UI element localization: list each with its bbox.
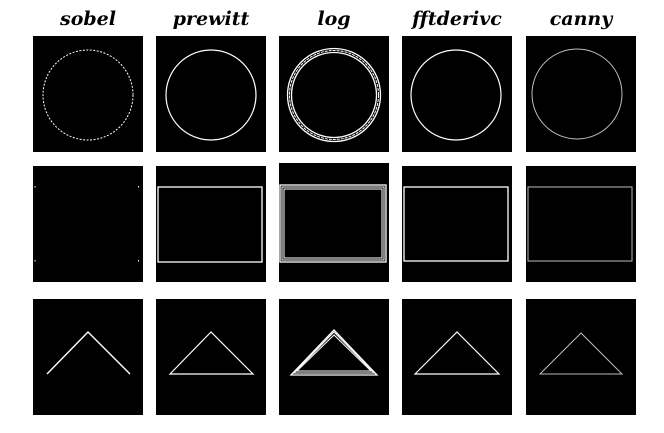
fftderivc-circle-edges [410, 49, 502, 141]
sobel-rectangle-edges [34, 186, 139, 262]
panel-canny-circle [526, 36, 636, 152]
panel-sobel-triangle [33, 299, 143, 415]
panel-prewitt-triangle [156, 299, 266, 415]
fftderivc-rectangle-edges [403, 186, 509, 262]
title-sobel: sobel [60, 8, 116, 30]
canny-rectangle-edges [527, 186, 633, 262]
log-rectangle-edges [279, 184, 387, 263]
panel-sobel-circle [33, 36, 143, 152]
title-fftderivc: fftderivc [412, 8, 502, 30]
prewitt-rectangle-edges [157, 186, 263, 263]
panel-log-rectangle [279, 163, 389, 282]
panel-canny-rectangle [526, 166, 636, 282]
sobel-triangle-edges [46, 331, 131, 375]
panel-prewitt-rectangle [156, 166, 266, 282]
canny-triangle-edges [538, 332, 624, 375]
panel-log-triangle [279, 299, 389, 415]
title-prewitt: prewitt [172, 8, 250, 30]
panel-log-circle [279, 36, 389, 152]
panel-sobel-rectangle [33, 166, 143, 282]
panel-prewitt-circle [156, 36, 266, 152]
fftderivc-triangle-edges [413, 331, 501, 375]
panel-fftderivc-circle [402, 36, 512, 152]
title-log: log [317, 8, 351, 30]
log-circle-edges [286, 47, 382, 143]
log-triangle-edges [289, 329, 379, 376]
title-canny: canny [549, 8, 613, 30]
panel-canny-triangle [526, 299, 636, 415]
sobel-circle-edges [42, 49, 134, 141]
panel-fftderivc-triangle [402, 299, 512, 415]
prewitt-triangle-edges [168, 331, 255, 375]
prewitt-circle-edges [165, 49, 257, 141]
panel-fftderivc-rectangle [402, 166, 512, 282]
canny-circle-edges [531, 48, 623, 140]
